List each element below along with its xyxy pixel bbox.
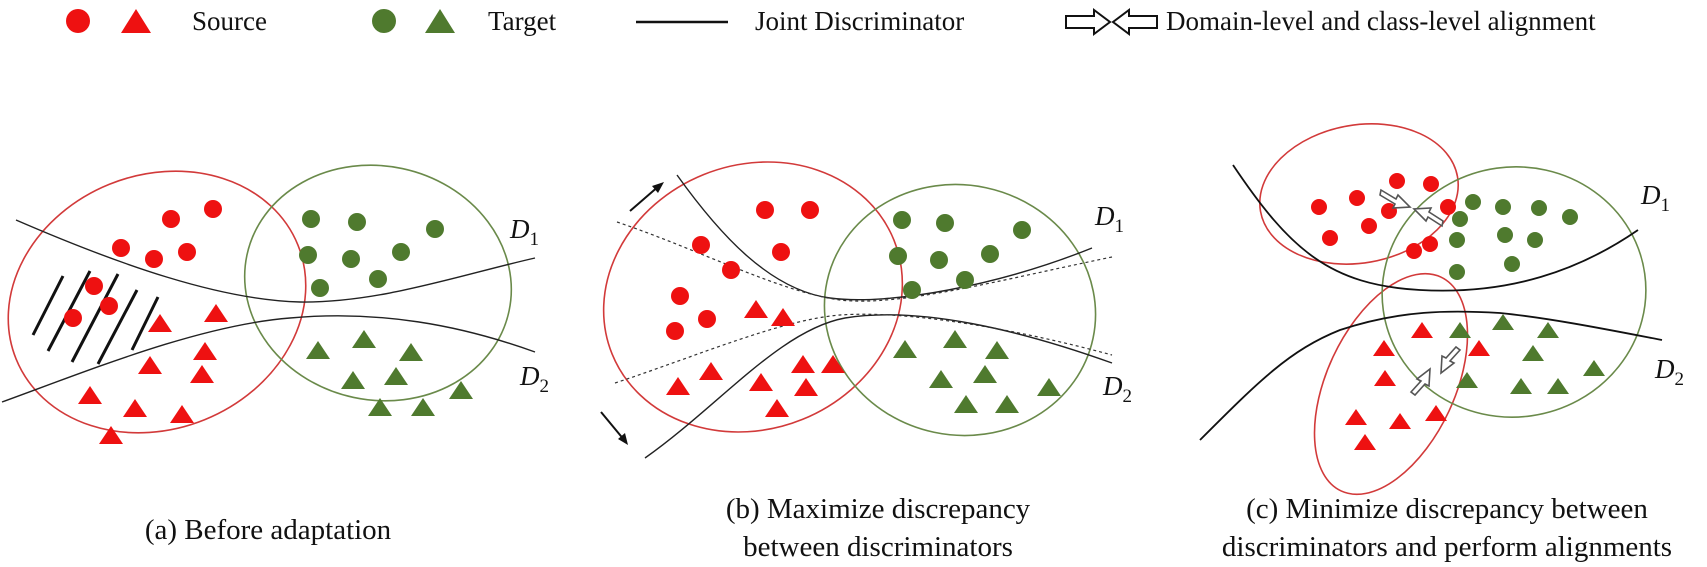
panel-b: D1 D2 (b) Maximize discrepancy between d… [600, 161, 1132, 563]
source-triangles [1345, 322, 1490, 450]
source-triangles [78, 304, 228, 444]
discriminator-d2-line [1199, 310, 1663, 441]
legend-target-triangle [425, 9, 455, 33]
discriminator-d2-line [644, 314, 1113, 459]
legend: Source Target Joint Discriminator Domain… [66, 6, 1596, 36]
alignment-arrows [1379, 188, 1462, 397]
legend-alignment-label: Domain-level and class-level alignment [1166, 6, 1596, 36]
align-arrow-icon [1409, 367, 1431, 397]
move-arrow-up [629, 182, 664, 212]
legend-source-circle [66, 9, 90, 33]
d2-label: D2 [519, 361, 549, 397]
target-circles [889, 211, 1031, 299]
target-triangles [306, 330, 473, 416]
legend-target-label: Target [488, 6, 557, 36]
discriminator-d2-line [1, 315, 536, 403]
source-ellipse [7, 170, 307, 434]
legend-source-triangle [121, 9, 151, 33]
legend-right-arrow-icon [1065, 8, 1112, 36]
discriminator-d1-line [1232, 164, 1639, 292]
source-triangles [666, 300, 845, 417]
target-circles [1449, 194, 1578, 280]
source-circles [666, 201, 819, 340]
legend-target-circle [372, 9, 396, 33]
source-lower-ellipse [1313, 272, 1469, 496]
discriminator-d2-dashed-line [614, 313, 1113, 384]
caption-c-line1: (c) Minimize discrepancy between [1246, 493, 1648, 525]
legend-source-label: Source [192, 6, 267, 36]
align-arrow-icon [1379, 188, 1412, 209]
target-ellipse [823, 183, 1097, 437]
d2-label: D2 [1102, 371, 1132, 407]
discriminator-d1-dashed-line [616, 221, 1113, 302]
target-ellipse [1381, 166, 1647, 418]
target-triangles [893, 330, 1061, 413]
source-upper-ellipse [1258, 123, 1460, 265]
caption-a-line1: (a) Before adaptation [145, 514, 392, 546]
target-circles [299, 210, 444, 297]
source-ellipse [602, 161, 904, 433]
target-ellipse [243, 164, 513, 402]
discriminator-d1-line [15, 219, 536, 303]
source-circles [64, 200, 222, 327]
d1-label: D1 [1094, 201, 1124, 237]
caption-b-line1: (b) Maximize discrepancy [726, 493, 1031, 525]
d2-label: D2 [1654, 354, 1684, 390]
d1-label: D1 [1640, 180, 1670, 216]
panel-a: D1 D2 (a) Before adaptation [1, 164, 549, 546]
legend-joint-label: Joint Discriminator [755, 6, 964, 36]
d1-label: D1 [509, 214, 539, 250]
align-arrow-icon [1440, 345, 1462, 375]
move-arrow-down [600, 411, 628, 445]
source-circles [1311, 173, 1456, 259]
panel-c: D1 D2 (c) Minimize discrepancy between d… [1199, 123, 1684, 563]
legend-left-arrow-icon [1111, 8, 1158, 36]
caption-b-line2: between discriminators [743, 531, 1013, 563]
discriminator-d1-line [676, 174, 1093, 301]
align-arrow-icon [1412, 207, 1444, 228]
caption-c-line2: discriminators and perform alignments [1222, 531, 1672, 563]
target-triangles [1449, 314, 1605, 394]
